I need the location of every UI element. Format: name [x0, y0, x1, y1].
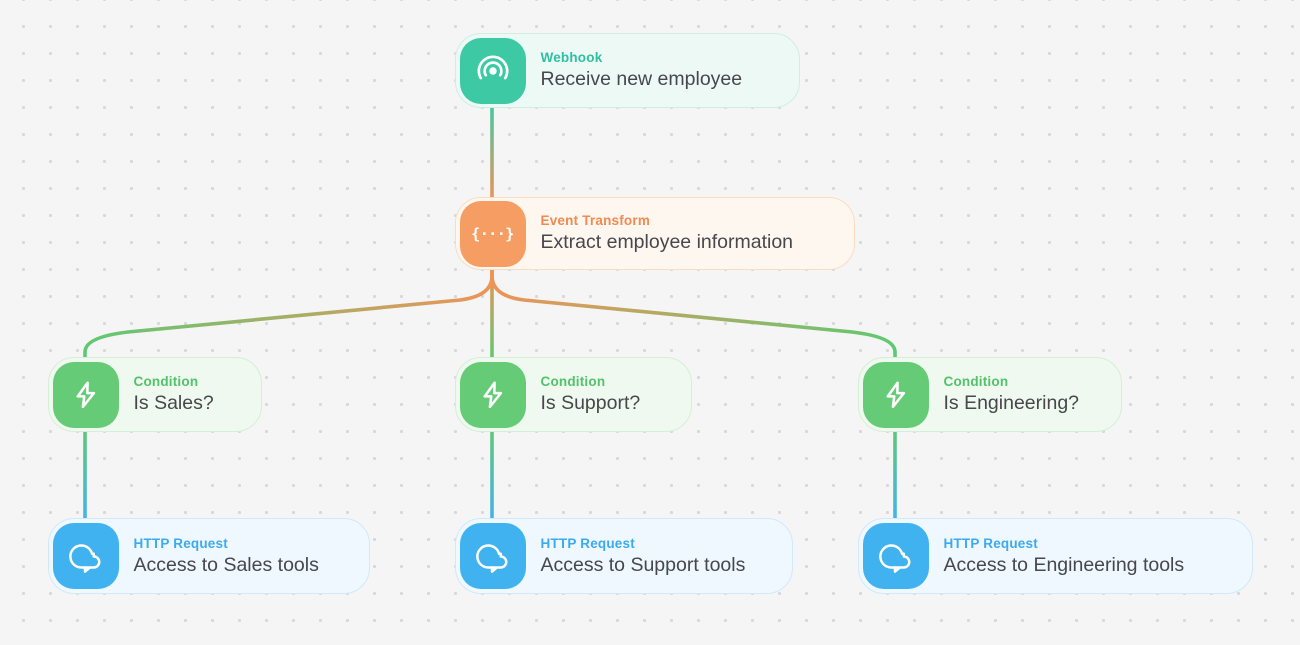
node-title: Extract employee information: [540, 231, 794, 253]
cloud-icon: [862, 523, 929, 589]
node-condition-sales[interactable]: Condition Is Sales?: [48, 357, 262, 432]
edge-transform-condition-sales: [83, 264, 494, 364]
node-type-label: Condition: [540, 374, 606, 389]
node-type-label: HTTP Request: [943, 535, 1038, 551]
node-text: HTTP Request Access to Engineering tools: [944, 536, 1185, 577]
cloud-icon: [459, 523, 526, 589]
lightning-icon: [52, 361, 119, 428]
node-text: Condition Is Sales?: [134, 374, 214, 415]
node-text: Webhook Receive new employee: [541, 50, 743, 91]
node-title: Is Engineering?: [943, 392, 1080, 414]
node-type-label: Event Transform: [540, 213, 651, 228]
node-http-engineering[interactable]: HTTP Request Access to Engineering tools: [858, 518, 1253, 594]
node-title: Access to Engineering tools: [943, 553, 1185, 576]
node-title: Access to Sales tools: [133, 553, 319, 576]
node-condition-engineering[interactable]: Condition Is Engineering?: [858, 357, 1122, 432]
lightning-icon: [459, 361, 526, 428]
node-event-transform[interactable]: {···} Event Transform Extract employee i…: [455, 197, 855, 270]
node-title: Access to Support tools: [540, 553, 746, 576]
edge-transform-condition-engineering: [490, 264, 897, 364]
webhook-icon: [459, 37, 526, 104]
braces-glyph: {···}: [471, 224, 514, 243]
node-title: Is Support?: [540, 392, 641, 414]
braces-icon: {···}: [459, 200, 526, 267]
node-http-support[interactable]: HTTP Request Access to Support tools: [455, 518, 793, 594]
node-title: Is Sales?: [133, 392, 214, 414]
node-webhook[interactable]: Webhook Receive new employee: [455, 33, 800, 108]
node-type-label: HTTP Request: [540, 535, 635, 551]
node-type-label: Condition: [133, 374, 199, 389]
node-type-label: HTTP Request: [133, 535, 228, 551]
node-text: Condition Is Support?: [541, 374, 641, 415]
node-title: Receive new employee: [540, 68, 743, 90]
node-text: HTTP Request Access to Support tools: [541, 536, 746, 577]
node-text: Condition Is Engineering?: [944, 374, 1080, 415]
cloud-icon: [52, 523, 119, 589]
lightning-icon: [862, 361, 929, 428]
node-condition-support[interactable]: Condition Is Support?: [455, 357, 692, 432]
node-type-label: Condition: [943, 374, 1009, 389]
node-text: HTTP Request Access to Sales tools: [134, 536, 319, 577]
node-type-label: Webhook: [540, 50, 603, 65]
node-text: Event Transform Extract employee informa…: [541, 213, 794, 254]
node-http-sales[interactable]: HTTP Request Access to Sales tools: [48, 518, 370, 594]
